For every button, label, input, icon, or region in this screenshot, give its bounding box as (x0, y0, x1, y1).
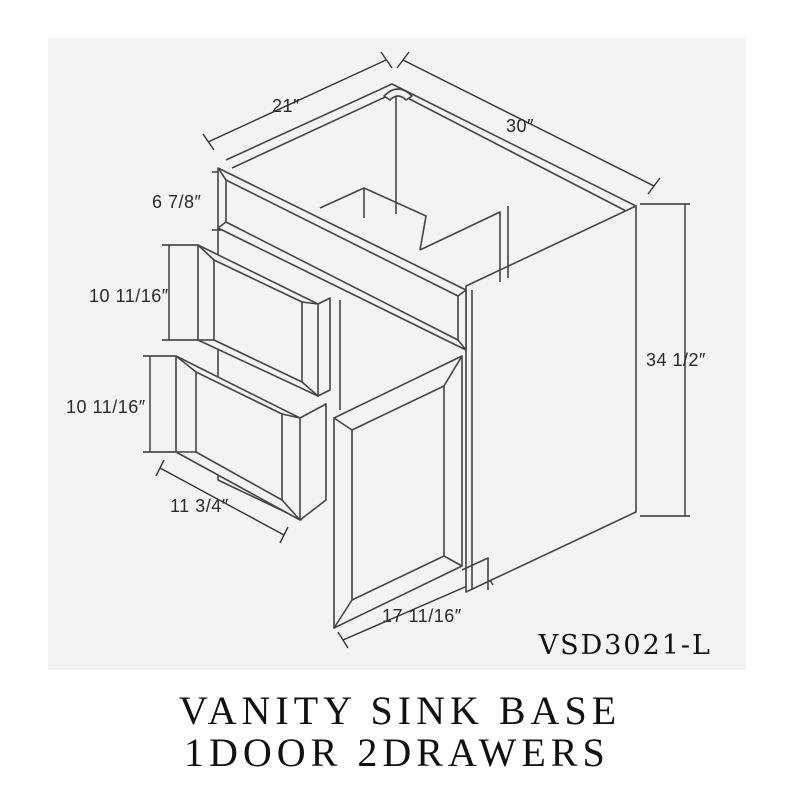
top-drawer-height-dimension: 6 7/8″ (152, 192, 202, 212)
drawer-3 (175, 355, 327, 521)
drawer-2-height-dimension: 10 11/16″ (89, 286, 169, 306)
model-code: VSD3021-L (538, 630, 712, 661)
drawer-3-height-dimension: 10 11/16″ (66, 397, 146, 417)
door-width-dimension: 17 11/16″ (382, 606, 462, 626)
depth-dimension: 21″ (272, 96, 300, 116)
drawer-2 (197, 244, 331, 397)
width-dimension: 30″ (506, 116, 534, 136)
drawer-width-dimension: 11 3/4″ (170, 496, 229, 516)
door (333, 300, 463, 629)
caption-line-1: VANITY SINK BASE (178, 688, 622, 733)
top-rail (217, 167, 467, 351)
cabinet-height-dimension: 34 1/2″ (646, 350, 706, 370)
cabinet-body (225, 83, 637, 593)
caption-line-2: 1DOOR 2DRAWERS (184, 730, 610, 775)
